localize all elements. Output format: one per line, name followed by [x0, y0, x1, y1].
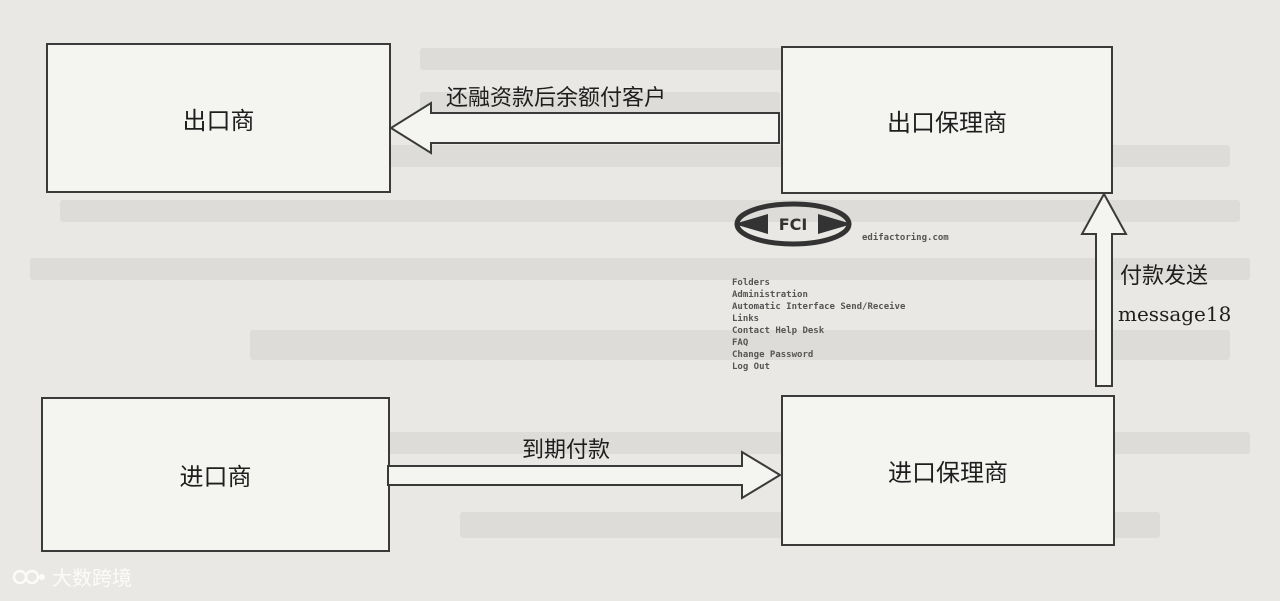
fci-menu-item: Folders: [732, 277, 905, 289]
fci-menu-item: Automatic Interface Send/Receive: [732, 301, 905, 313]
watermark: 大数跨境: [12, 562, 132, 591]
edge-label-bottom: 到期付款: [522, 432, 610, 464]
fci-logo: FCI: [728, 200, 858, 248]
fci-menu: Folders Administration Automatic Interfa…: [732, 277, 905, 373]
watermark-logo-icon: [12, 566, 46, 588]
edge-label-right-2: message18: [1118, 302, 1231, 326]
fci-logo-text: FCI: [779, 215, 808, 234]
arrow-import-factor-to-export-factor: [1082, 194, 1126, 386]
fci-menu-item: Links: [732, 313, 905, 325]
fci-menu-item: Administration: [732, 289, 905, 301]
fci-url: edifactoring.com: [862, 232, 949, 244]
edge-label-top: 还融资款后余额付客户: [446, 80, 666, 112]
edge-label-right-1: 付款发送: [1120, 258, 1208, 290]
fci-menu-item: FAQ: [732, 337, 905, 349]
fci-menu-item: Log Out: [732, 361, 905, 373]
watermark-text: 大数跨境: [52, 562, 132, 591]
fci-menu-item: Contact Help Desk: [732, 325, 905, 337]
fci-menu-item: Change Password: [732, 349, 905, 361]
